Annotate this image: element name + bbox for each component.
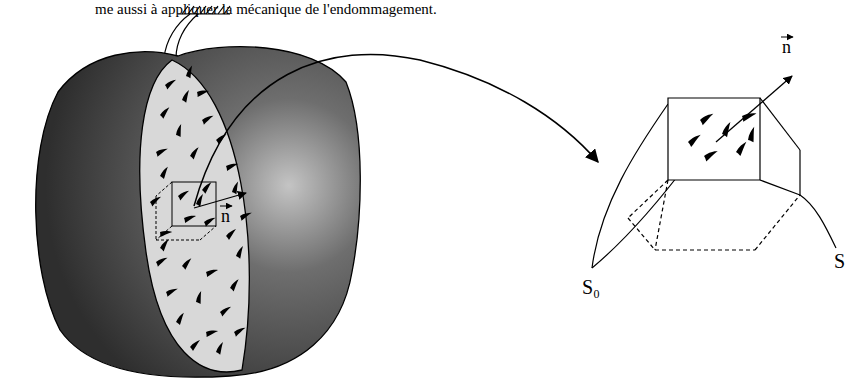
- enlarged-micro-cracks: [688, 108, 761, 163]
- small-volume-element: [156, 182, 216, 240]
- normal-vector: [716, 76, 792, 142]
- surface-label: S: [834, 250, 845, 272]
- surface-label: S₀: [582, 276, 600, 298]
- header-text: me aussi à appliquer la mécanique de l'e…: [95, 1, 437, 18]
- zoom-arrow: [194, 54, 598, 206]
- micro-cracks: [149, 65, 251, 355]
- normal-vector: [194, 193, 246, 208]
- enlarged-volume-element: [592, 98, 836, 268]
- apple-body: [36, 47, 361, 378]
- normal-label: n: [221, 207, 230, 227]
- normal-label: n: [782, 38, 791, 58]
- cut-face: [140, 60, 250, 372]
